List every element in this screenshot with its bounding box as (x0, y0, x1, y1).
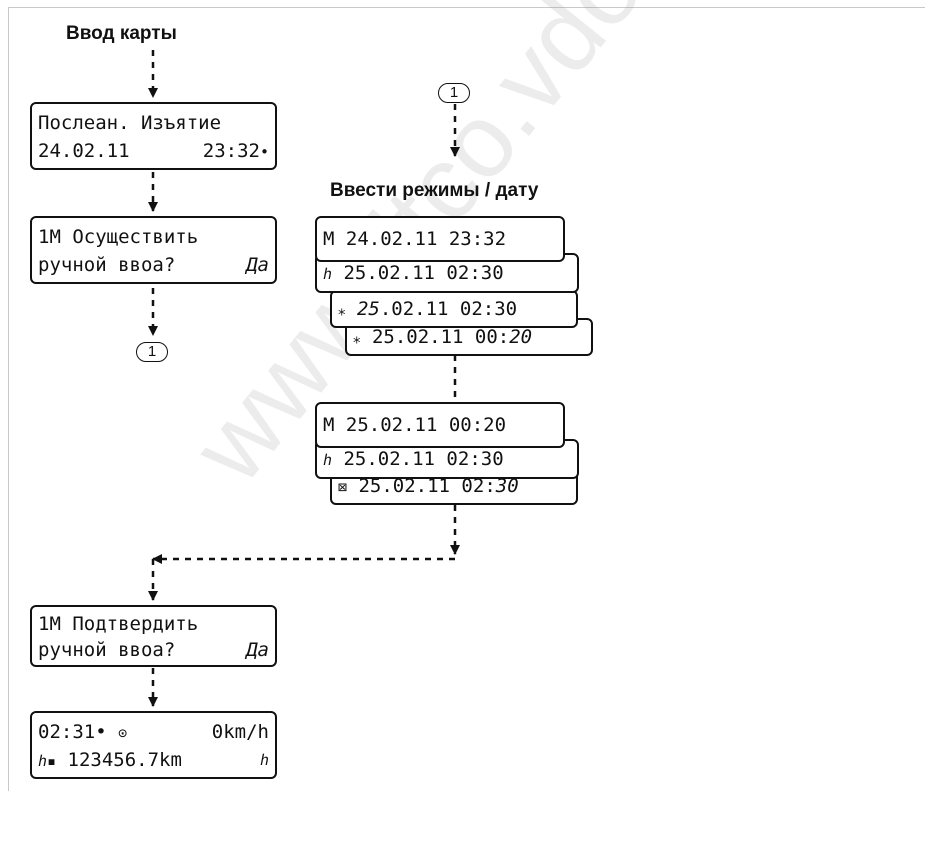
flow-arrows (148, 50, 460, 707)
lcd-time: 23:32 (202, 140, 260, 162)
lcd-entry: .02.11 02:30 (379, 298, 518, 320)
lcd-yes: Да (246, 254, 269, 276)
lcd-standard-display: 02:31• ⊙ 0km/h ℎ▪ 123456.7km ℎ (30, 711, 277, 779)
lcd-question: ручной ввоа? (38, 254, 176, 276)
lcd-entry: 25.02.11 00: (371, 326, 510, 348)
frame-left-border (8, 7, 9, 791)
bed-icon: ℎ (323, 451, 333, 469)
frame-top-border (8, 7, 925, 8)
lcd-entry: M 25.02.11 00:20 (323, 414, 507, 436)
availability-icon: ⊠ (338, 478, 348, 496)
lcd-entry: M 24.02.11 23:32 (323, 228, 507, 250)
lcd-confirm: 1M Подтвердить ручной ввоа? Да (30, 605, 277, 667)
heading-enter-modes: Ввести режимы / дату (330, 180, 539, 201)
lcd-entry: 25.02.11 02: (358, 475, 496, 497)
star-icon: ⁎ (338, 301, 346, 319)
lcd-manual-entry: 1M Осуществить ручной ввоа? Да (30, 216, 277, 284)
star-icon: ⁎ (353, 329, 361, 347)
lcd-entry-edit: 20 (509, 326, 533, 348)
connector-1-top: 1 (438, 83, 470, 103)
lcd-modes-b-main: M 25.02.11 00:20 (315, 402, 565, 448)
lcd-entry-edit: 25 (356, 298, 380, 320)
bed-icon: ℎ (259, 751, 269, 769)
lcd-yes: Да (246, 639, 269, 661)
lcd-speed: 0km/h (211, 721, 269, 743)
lcd-entry-edit: 30 (495, 475, 519, 497)
lcd-line1: 1M Осуществить (38, 226, 199, 248)
lcd-time: 02:31• (38, 721, 107, 743)
lcd-line1: 1M Подтвердить (38, 613, 199, 635)
lcd-modes-a-main: M 24.02.11 23:32 (315, 216, 565, 262)
lcd-date: 24.02.11 (38, 140, 130, 162)
heading-card-insert: Ввод карты (66, 23, 177, 44)
lcd-question: ручной ввоа? (38, 639, 176, 661)
lcd-last-withdrawal: Послеан. Изъятие 24.02.11 23:32• (30, 102, 277, 170)
clock-icon: ⊙ (118, 724, 128, 742)
bed-icon: ℎ (323, 265, 333, 283)
connector-1-bottom: 1 (136, 342, 168, 362)
lcd-entry: 25.02.11 02:30 (343, 262, 504, 284)
lcd-modes-a-layer3: ⁎ 25.02.11 02:30 (330, 290, 578, 328)
lcd-line1: Послеан. Изъятие (38, 112, 222, 134)
dot-icon: • (259, 143, 269, 161)
lcd-entry: 25.02.11 02:30 (343, 448, 504, 470)
bed-card-icon: ℎ▪ (38, 752, 57, 770)
lcd-odometer: 123456.7km (67, 749, 182, 771)
